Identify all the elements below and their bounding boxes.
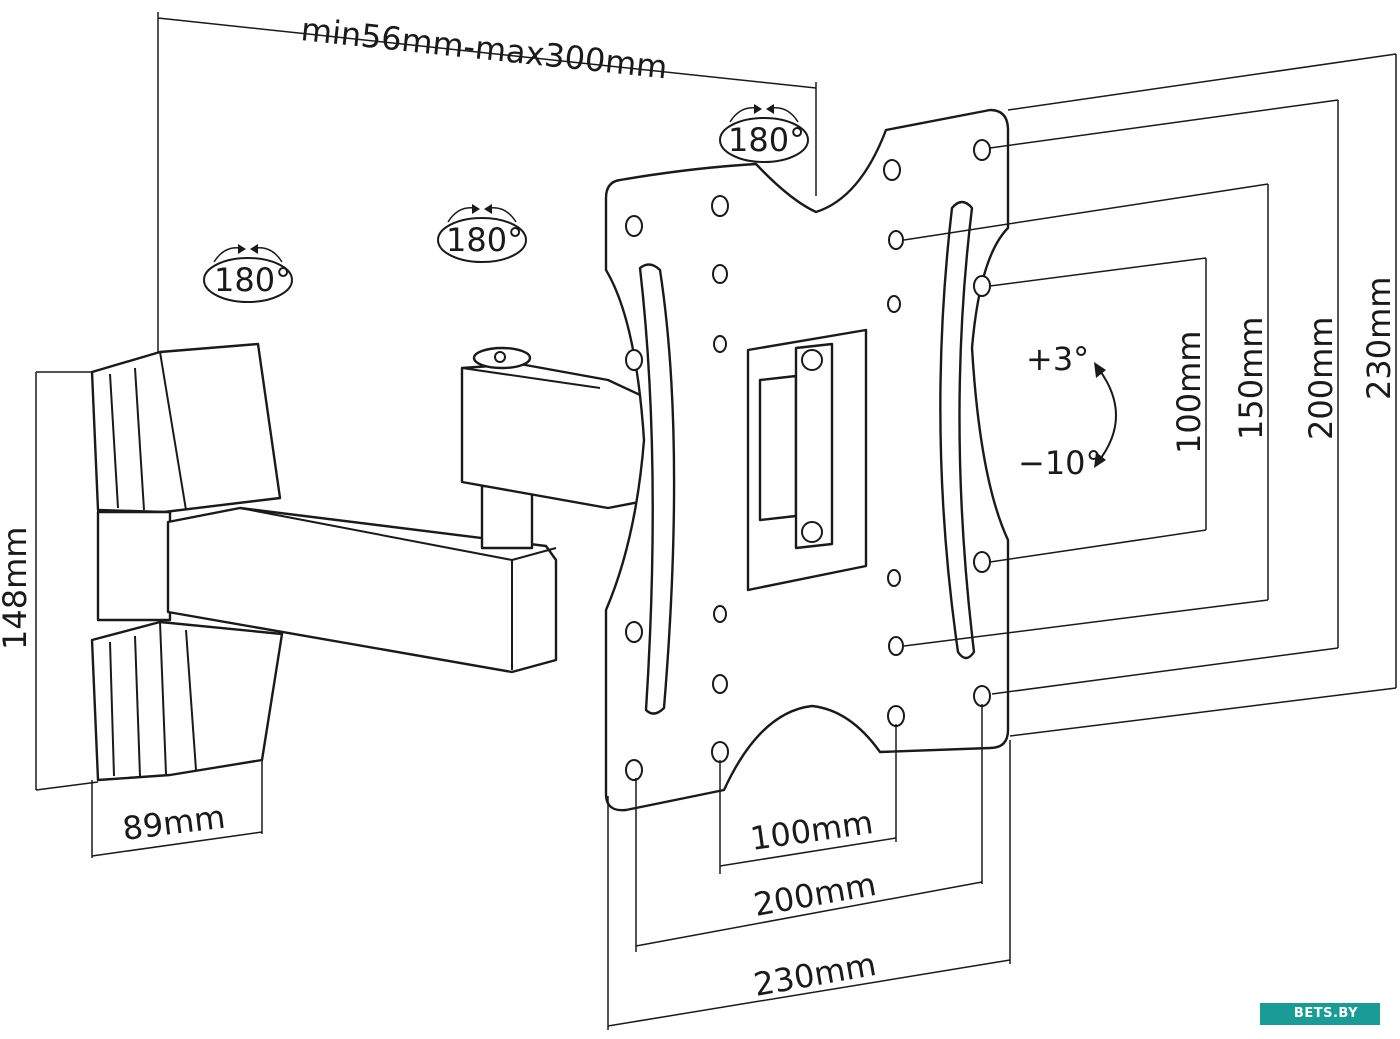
rotation-wall-badge: 180° xyxy=(203,244,293,303)
wall-plate xyxy=(90,342,284,782)
watermark-badge: BETS.BY xyxy=(1260,1003,1380,1025)
vertical-dimensions: 100mm 150mm 200mm 230mm xyxy=(903,53,1398,737)
rotation-plate-label: 180° xyxy=(728,121,805,159)
rotation-arm-badge: 180° xyxy=(437,204,527,263)
tilt-up-label: +3° xyxy=(1026,340,1089,378)
mounting-holes xyxy=(625,139,991,781)
wall-plate-height-dimension: 148mm xyxy=(0,371,99,791)
arm-extension-label: min56mm-max300mm xyxy=(299,10,669,86)
hole-h-200-label: 200mm xyxy=(751,865,879,924)
tilt-indicator: +3° −10° xyxy=(1018,340,1117,482)
vesa-plate xyxy=(604,108,1010,812)
hole-v-230-label: 230mm xyxy=(1360,277,1398,400)
tilt-down-label: −10° xyxy=(1018,444,1102,482)
hole-v-150-label: 150mm xyxy=(1232,317,1270,440)
rotation-wall-label: 180° xyxy=(214,261,291,299)
wall-plate-height-label: 148mm xyxy=(0,527,34,650)
hole-h-100-label: 100mm xyxy=(748,803,876,858)
hole-h-230-label: 230mm xyxy=(751,945,879,1004)
rotation-arm-label: 180° xyxy=(446,221,523,259)
rotation-plate-badge: 180° xyxy=(719,104,809,163)
hole-v-100-label: 100mm xyxy=(1170,331,1208,454)
wall-plate-width-label: 89mm xyxy=(120,798,227,848)
hole-v-200-label: 200mm xyxy=(1302,317,1340,440)
arm-assembly xyxy=(166,346,670,674)
